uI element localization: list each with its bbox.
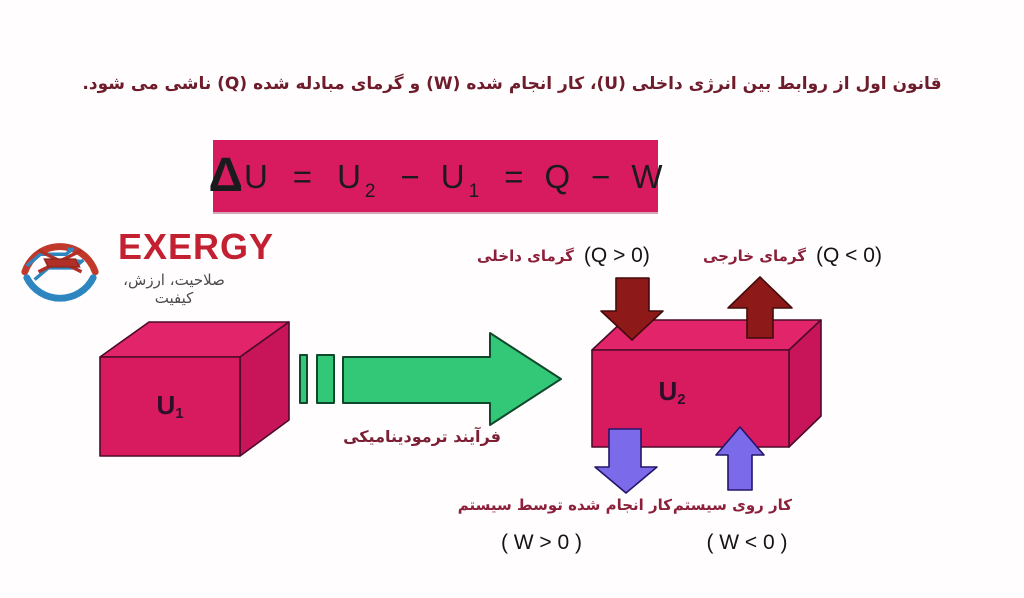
formula-u: U — [243, 157, 268, 195]
heat-out-formula: (Q < 0) — [816, 244, 882, 267]
formula-equals-1: = — [292, 157, 313, 195]
u2-symbol: U — [658, 376, 678, 406]
exergy-wordmark: EXERGY — [118, 226, 275, 267]
work-by-label: کار انجام شده توسط سیستم — [457, 496, 672, 514]
formula-w: W — [631, 157, 663, 195]
u2-subscript: 2 — [677, 391, 686, 408]
formula-sub-2: 2 — [364, 180, 376, 202]
first-law-formula-box: Δ U = U 2 − U 1 = Q − W — [208, 140, 663, 212]
process-label: فرآیند ترمودینامیکی — [343, 427, 501, 446]
formula-u1: U — [440, 157, 465, 195]
work-on-label: کار روی سیستم — [672, 496, 792, 514]
formula-delta: Δ — [208, 149, 243, 202]
formula-q: Q — [544, 157, 571, 195]
page-title: قانون اول از روابط بین انرژی داخلی (U)، … — [82, 74, 942, 94]
formula-minus-2: − — [591, 157, 611, 195]
formula-minus-1: − — [400, 157, 420, 195]
heat-in-annotation: گرمای داخلی (Q > 0) — [477, 244, 650, 268]
u1-cube — [99, 321, 290, 457]
heat-out-annotation: گرمای خارجی (Q < 0) — [703, 244, 882, 268]
u1-subscript: 1 — [175, 405, 184, 422]
process-arrow-icon — [299, 332, 562, 426]
heat-in-formula: (Q > 0) — [583, 244, 650, 267]
work-on-formula: ( W < 0 ) — [706, 531, 788, 554]
formula-u2: U — [337, 157, 361, 195]
u1-label: U1 — [135, 392, 205, 421]
work-on-arrow-icon — [715, 426, 765, 491]
work-by-arrow-icon — [594, 428, 658, 494]
work-by-formula: ( W > 0 ) — [500, 531, 583, 554]
exergy-logo-icon — [21, 243, 99, 302]
heat-out-label: گرمای خارجی — [703, 247, 807, 265]
heat-in-label: گرمای داخلی — [477, 247, 574, 265]
u1-symbol: U — [156, 390, 176, 420]
u2-label: U2 — [637, 378, 707, 407]
formula-equals-2: = — [504, 157, 524, 195]
exergy-tagline: صلاحیت، ارزش، کیفیت — [123, 271, 225, 307]
heat-in-arrow-icon — [600, 277, 664, 341]
formula-sub-1: 1 — [468, 180, 480, 202]
heat-out-arrow-icon — [727, 276, 793, 339]
